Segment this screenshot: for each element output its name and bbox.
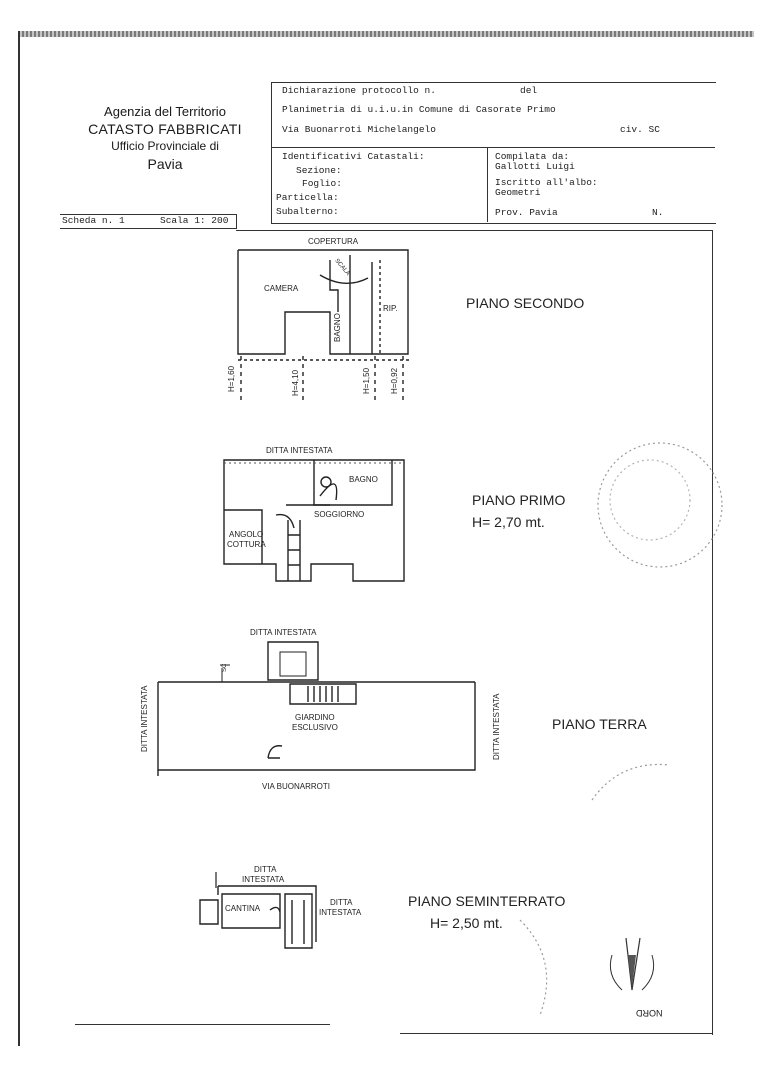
bottom-rule-right [400,1033,712,1034]
ripostiglio-label: RIP. [383,304,398,313]
particella-label: Particella: [276,192,339,203]
piano-primo-height: H= 2,70 mt. [472,514,545,530]
cottura-label: COTTURA [227,540,266,549]
ditta-sem-label-1: DITTA [254,865,277,874]
piano-terra-title: PIANO TERRA [552,716,647,732]
provincia-label: Prov. Pavia [495,207,558,218]
ditta-sem-label-2b: INTESTATA [319,908,362,917]
via-buonarroti-label: VIA BUONARROTI [262,782,331,791]
dichiarazione-label: Dichiarazione protocollo n. [282,85,436,96]
planimetria-label: Planimetria di u.i.u.in Comune di Casora… [282,104,556,115]
ditta-terra-top-label: DITTA INTESTATA [250,628,317,637]
copertura-label: COPERTURA [308,237,359,246]
piano-primo-title: PIANO PRIMO [472,492,566,508]
left-border [18,31,20,1046]
header-divider [271,147,715,148]
numero-label: N. [652,207,664,218]
iscritto-label: Iscritto all'albo: [495,177,598,188]
bottom-rule-left [75,1024,330,1025]
subalterno-label: Subalterno: [276,206,339,217]
ufficio-label: Ufficio Provinciale di [111,139,219,153]
compilata-title: Compilata da: [495,151,570,162]
via-label: Via Buonarroti Michelangelo [282,124,436,135]
header-vertical-divider [487,147,488,222]
sezione-label: Sezione: [296,165,342,176]
drawing-frame [236,230,713,1035]
scala-label: Scala 1: 200 [160,215,229,226]
header-form-box [271,82,716,224]
scheda-label: Scheda n. 1 [62,215,125,226]
angolo-label: ANGOLO [229,530,264,539]
del-label: del [520,85,538,96]
bagno-label-primo: BAGNO [349,475,378,484]
piano-seminterrato-title: PIANO SEMINTERRATO [408,893,566,909]
foglio-label: Foglio: [302,178,342,189]
cantina-label: CANTINA [225,904,261,913]
scheda-box [60,214,237,229]
piano-secondo-title: PIANO SECONDO [466,295,585,311]
civico-label: civ. SC [620,124,660,135]
province-label: Pavia [147,156,183,172]
giardino-label: GIARDINO [295,713,335,722]
piano-seminterrato-height: H= 2,50 mt. [430,915,503,931]
compilata-name: Gallotti Luigi [495,161,575,172]
soggiorno-label: SOGGIORNO [314,510,365,519]
agency-name: Agenzia del Territorio [104,104,226,119]
catasto-title: CATASTO FABBRICATI [88,121,242,137]
ditta-sem-label-2: DITTA [330,898,353,907]
identificativi-title: Identificativi Catastali: [282,151,425,162]
albo-label: Geometri [495,187,541,198]
ditta-primo-label: DITTA INTESTATA [266,446,333,455]
esclusivo-label: ESCLUSIVO [292,723,338,732]
scan-top-band [18,31,754,37]
camera-label: CAMERA [264,284,299,293]
ditta-sem-label-1b: INTESTATA [242,875,285,884]
